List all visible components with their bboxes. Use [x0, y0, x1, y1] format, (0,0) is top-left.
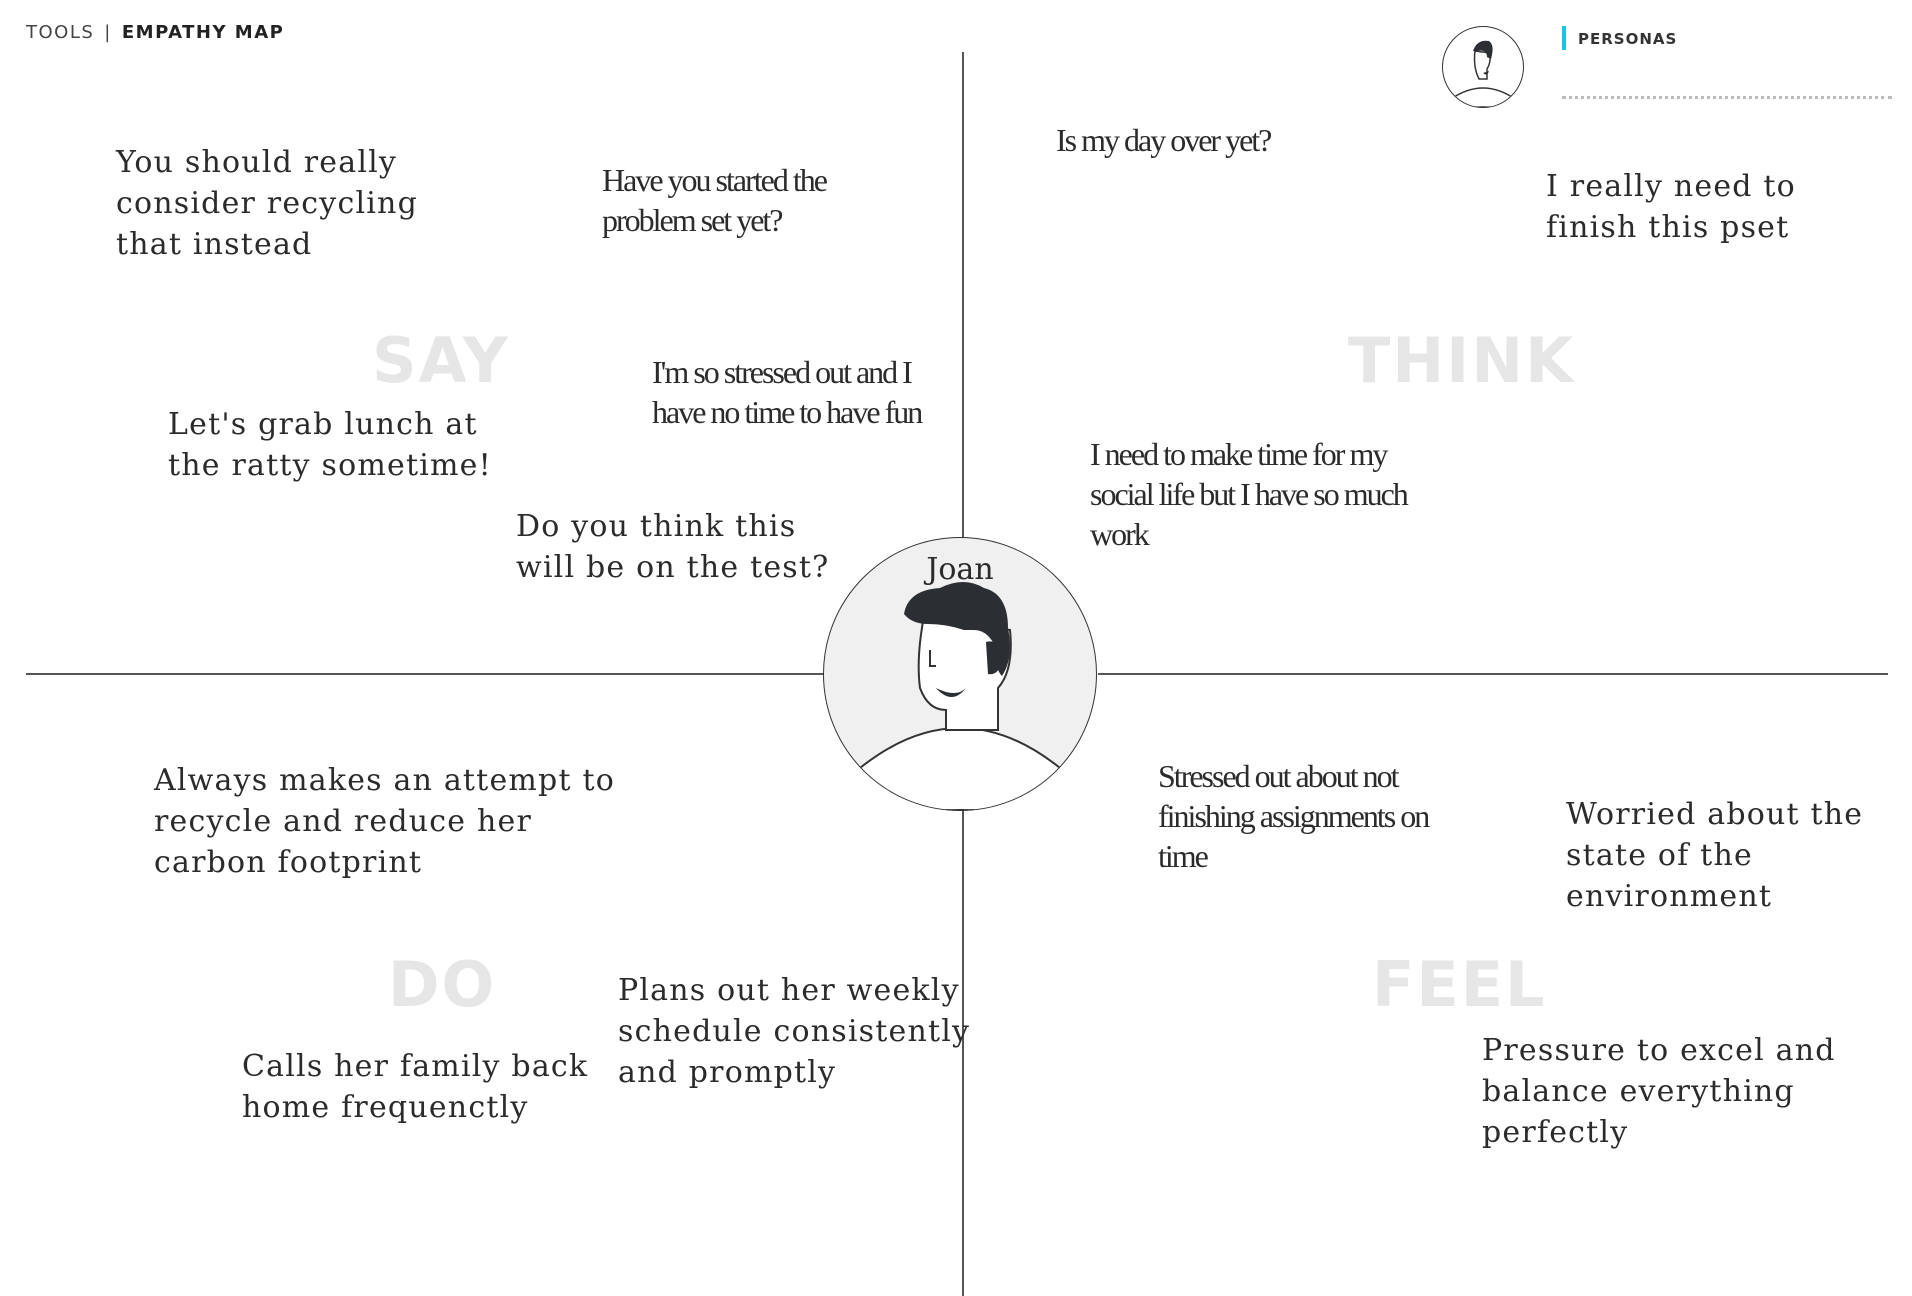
do-note: Always makes an attempt to recycle and r… — [154, 763, 615, 880]
say-note: You should really consider recycling tha… — [116, 145, 418, 262]
think-note: Is my day over yet? — [1056, 122, 1272, 158]
think-note: I really need to finish this pset — [1546, 169, 1796, 245]
quadrant-feel-label: FEEL — [1372, 948, 1547, 1021]
feel-note: Worried about the state of the environme… — [1566, 797, 1864, 914]
do-note: Plans out her weekly schedule consistent… — [618, 973, 971, 1090]
breadcrumb-separator: | — [104, 22, 112, 43]
personas-title[interactable]: PERSONAS — [1578, 30, 1678, 48]
feel-note: Stressed out about not finishing assignm… — [1158, 758, 1430, 874]
say-note: Do you think this will be on the test? — [516, 509, 830, 585]
horizontal-axis-right — [1098, 673, 1888, 675]
quadrant-think-label: THINK — [1348, 324, 1576, 397]
quadrant-say-label: SAY — [372, 324, 510, 397]
do-note: Calls her family back home frequenctly — [242, 1049, 589, 1125]
say-note: Let's grab lunch at the ratty sometime! — [168, 407, 492, 483]
horizontal-axis-left — [26, 673, 826, 675]
personas-avatar-icon[interactable] — [1442, 26, 1524, 108]
say-note: Have you started the problem set yet? — [602, 162, 828, 238]
persona-name: Joan — [926, 552, 994, 587]
quadrant-do-label: DO — [388, 948, 497, 1021]
say-note: I'm so stressed out and I have no time t… — [652, 354, 923, 430]
think-note: I need to make time for my social life b… — [1090, 436, 1409, 552]
breadcrumb-current: EMPATHY MAP — [121, 22, 285, 43]
breadcrumb: TOOLS | EMPATHY MAP — [26, 22, 284, 43]
personas-accent-bar — [1562, 26, 1566, 50]
persona-center: Joan — [823, 537, 1097, 811]
feel-note: Pressure to excel and balance everything… — [1482, 1033, 1836, 1150]
personas-dotted-divider — [1562, 96, 1892, 99]
avatar-icon — [859, 582, 1061, 810]
breadcrumb-section[interactable]: TOOLS — [26, 22, 95, 43]
